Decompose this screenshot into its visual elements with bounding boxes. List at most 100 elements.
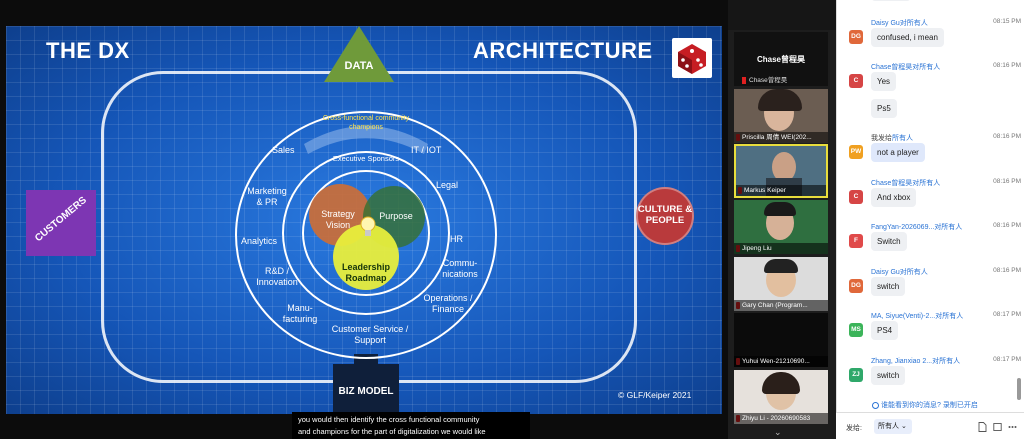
avatar-hair <box>764 202 796 216</box>
participant-tile[interactable]: Yuhui Wen-21210690... <box>734 313 828 367</box>
avatar-hair <box>758 89 802 111</box>
chat-sender: Daisy Gu对所有人 <box>871 269 928 276</box>
chat-time: 08:17 PM <box>993 356 1021 363</box>
participant-name-large: Chase曾程昊 <box>756 55 805 64</box>
chat-bubble: PS4 <box>871 321 899 340</box>
avatar: DG <box>849 30 863 44</box>
participant-name-small: Chase曾程昊 <box>742 74 787 84</box>
caption-line-1: you would then identify the cross functi… <box>298 415 480 424</box>
chat-time: 08:16 PM <box>993 267 1021 274</box>
chat-input-bar: 发给: 所有人 ⌄ <box>836 412 1024 439</box>
inner-ring <box>302 170 430 296</box>
avatar: C <box>849 74 863 88</box>
lightbulb-icon <box>360 216 376 236</box>
avatar: F <box>849 234 863 248</box>
participant-name: Jipeng Liu <box>734 243 828 254</box>
avatar-hair <box>764 259 798 273</box>
data-triangle-icon <box>324 26 394 82</box>
biz-model-box <box>333 364 399 414</box>
segment-it-iot: IT / IOT <box>411 145 442 155</box>
biz-model-label: BIZ MODEL <box>338 386 394 397</box>
segment-rd: R&D / Innovation <box>256 266 298 287</box>
chat-time: 08:17 PM <box>993 311 1021 318</box>
chat-bubble: And xbox <box>871 188 917 207</box>
participant-tile[interactable]: Gary Chan (Program... <box>734 257 828 311</box>
chat-scrollbar[interactable] <box>1017 378 1021 400</box>
segment-operations: Operations / Finance <box>423 293 473 314</box>
executive-sponsors-label: Executive Sponsors <box>332 154 400 163</box>
participant-tile[interactable]: Jipeng Liu <box>734 200 828 254</box>
arc-band <box>304 126 428 154</box>
chat-time: 08:15 PM <box>993 18 1021 25</box>
slide-credit: © GLF/Keiper 2021 <box>618 390 692 400</box>
participant-tile-chase[interactable]: Chase曾程昊 Chase曾程昊 <box>734 32 828 86</box>
chat-time: 08:16 PM <box>993 178 1021 185</box>
avatar: DG <box>849 279 863 293</box>
chat-bubble: switch <box>871 277 906 296</box>
send-to-label: 发给: <box>846 425 862 432</box>
recipient-dropdown[interactable]: 所有人 ⌄ <box>874 419 912 434</box>
slide-title-right: ARCHITECTURE <box>473 38 653 63</box>
participants-top-bar <box>728 0 836 30</box>
chat-time: 08:16 PM <box>993 62 1021 69</box>
scroll-down-chevron-icon[interactable]: ⌄ <box>774 427 782 437</box>
chat-time: 08:16 PM <box>993 133 1021 140</box>
slide: THE DX ARCHITECTURE DATA B <box>6 26 722 414</box>
chat-time: 08:16 PM <box>993 222 1021 229</box>
segment-analytics: Analytics <box>241 236 278 246</box>
venn-leadership-label: Leadership Roadmap <box>341 262 390 283</box>
live-caption: you would then identify the cross functi… <box>292 412 530 439</box>
chat-sender: FangYan-2026069...对所有人 <box>871 224 963 231</box>
slide-title-left: THE DX <box>46 38 130 63</box>
file-icon[interactable] <box>978 422 987 432</box>
participant-name: Zhiyu Li - 20260690583 <box>734 413 828 424</box>
avatar: ZJ <box>849 368 863 382</box>
arc-label: Cross-functional community champions <box>322 115 410 131</box>
screenshot-icon[interactable] <box>993 422 1002 432</box>
participant-name: Markus Keiper <box>736 185 826 196</box>
customers-box <box>26 190 96 256</box>
avatar <box>772 152 796 182</box>
chat-bubble: confused, i mean <box>871 28 944 47</box>
chat-bubble: Yes <box>871 72 897 91</box>
avatar: PW <box>849 145 863 159</box>
segment-marketing: Marketing & PR <box>247 186 287 207</box>
chat-panel: DG Daisy Gu对所有人 08:15 PM confused, i mea… <box>836 0 1024 439</box>
avatar: C <box>849 190 863 204</box>
chat-bubble: switch <box>871 366 906 385</box>
caption-line-2: and champions for the part of digitaliza… <box>298 427 486 436</box>
segment-manufacturing: Manu- facturing <box>282 303 318 324</box>
middle-ring <box>282 151 450 315</box>
venn-strategy-label: Strategy Vision <box>321 209 355 230</box>
culture-circle <box>636 187 694 245</box>
chat-sender: MA, Siyue(Venti)-2...对所有人 <box>871 313 964 320</box>
segment-sales: Sales <box>272 145 295 155</box>
participants-strip[interactable]: Chase曾程昊 Chase曾程昊 Priscilla 周倩 WEI(202..… <box>728 0 836 439</box>
participant-tile-active[interactable]: Markus Keiper <box>734 144 828 198</box>
chat-bubble: Switch <box>871 232 907 251</box>
chat-sender: Daisy Gu对所有人 <box>871 20 928 27</box>
chat-sender: 我发给所有人 <box>871 135 913 142</box>
chat-sender: Zhang, Jianxiao 2...对所有人 <box>871 358 961 365</box>
more-icon[interactable] <box>1008 422 1017 432</box>
outer-ring <box>235 111 497 359</box>
chat-bubble: not a player <box>871 143 925 162</box>
avatar: MS <box>849 323 863 337</box>
chat-sender: Chase曾程昊对所有人 <box>871 64 941 71</box>
venn-purpose-label: Purpose <box>379 211 413 221</box>
segment-legal: Legal <box>436 180 459 190</box>
participant-name: Priscilla 周倩 WEI(202... <box>734 132 828 143</box>
participant-name: Yuhui Wen-21210690... <box>734 356 828 367</box>
chat-bubble: Ps5 <box>871 99 897 118</box>
chat-messages[interactable]: DG Daisy Gu对所有人 08:15 PM confused, i mea… <box>837 0 1024 412</box>
mic-muted-icon <box>742 76 746 84</box>
chat-bubble <box>871 0 911 1</box>
info-icon <box>872 401 879 409</box>
chat-visibility-notice[interactable]: 谁能看到你的消息? 录制已开启 <box>872 400 978 410</box>
participant-name: Gary Chan (Program... <box>734 300 828 311</box>
participant-tile[interactable]: Priscilla 周倩 WEI(202... <box>734 89 828 143</box>
participant-tile[interactable]: Zhiyu Li - 20260690583 <box>734 370 828 424</box>
data-label: DATA <box>344 60 374 72</box>
dice-logo-icon <box>672 38 712 78</box>
